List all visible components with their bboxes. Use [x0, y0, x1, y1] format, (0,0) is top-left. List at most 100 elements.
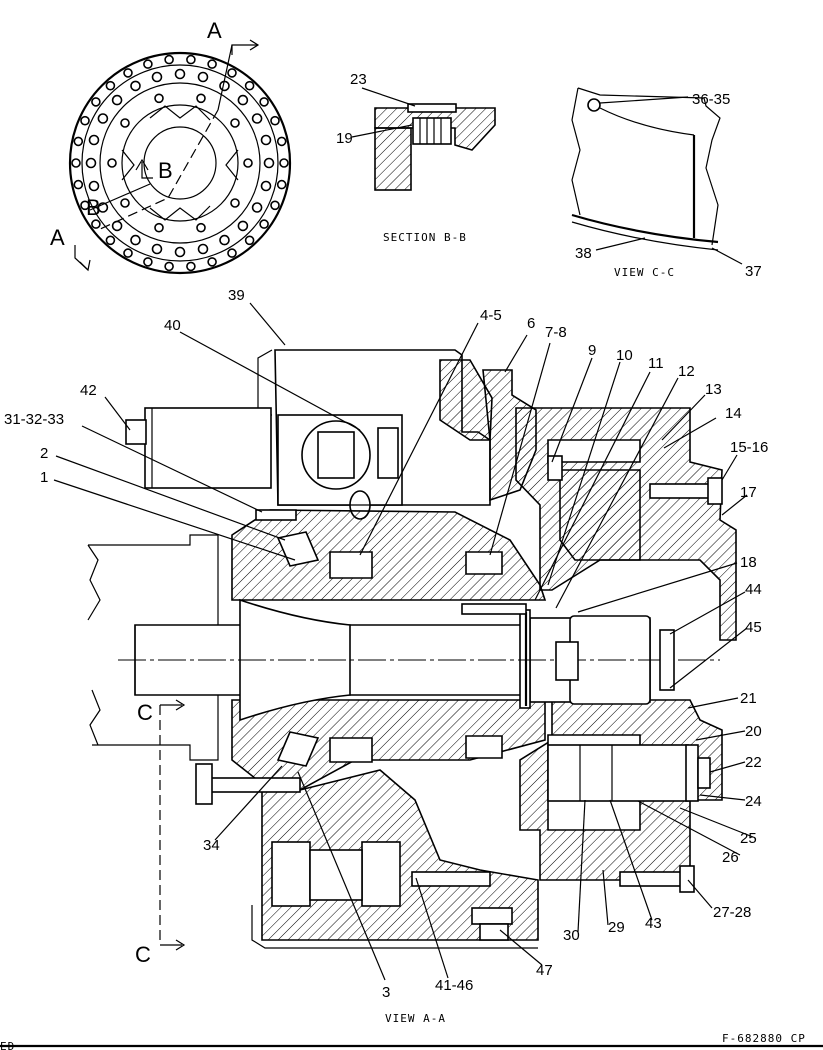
view-aa-caption: VIEW A-A [385, 1012, 446, 1025]
bolt-hole [88, 134, 100, 146]
callout-40: 40 [164, 317, 181, 334]
callout-41-46: 41-46 [435, 977, 473, 994]
bolt-hole [227, 68, 237, 78]
callout-24: 24 [745, 793, 762, 810]
corner-mark: ED [0, 1040, 15, 1050]
bolt-hole [123, 68, 133, 78]
callout-44: 44 [745, 581, 762, 598]
callout-10: 10 [616, 347, 633, 364]
callout-14: 14 [725, 405, 742, 422]
callout-34: 34 [203, 837, 220, 854]
callout-25: 25 [740, 830, 757, 847]
bolt-hole [71, 158, 81, 168]
bolt-hole [130, 80, 141, 92]
bolt-hole [207, 59, 217, 69]
callout-7-8: 7-8 [545, 324, 567, 341]
section-arrows [74, 39, 260, 272]
bolt-hole [164, 54, 174, 65]
bolt-hole [251, 202, 263, 213]
section-bb-view [351, 87, 496, 191]
bolt-hole [73, 179, 84, 190]
view-cc-caption: VIEW C-C [614, 266, 675, 279]
callout-22: 22 [745, 754, 762, 771]
bolt-hole [197, 71, 209, 83]
callout-3: 3 [382, 984, 390, 1001]
bolt-hole [260, 134, 272, 146]
bolt-hole [219, 234, 230, 246]
section-cc-markers [159, 699, 186, 951]
section-letter-b-left: B [86, 195, 101, 220]
bolt-hole [230, 198, 240, 208]
callout-1: 1 [40, 469, 48, 486]
callout-13: 13 [705, 381, 722, 398]
callout-20: 20 [745, 723, 762, 740]
drawing-number: F-682880 CP [722, 1032, 806, 1045]
callout-19: 19 [336, 130, 353, 147]
bolt-hole [196, 222, 206, 233]
section-letter-c-top: C [137, 700, 153, 725]
bolt-hole-ring [71, 54, 289, 272]
bolt-hole [85, 157, 97, 169]
bolt-hole [186, 261, 196, 272]
callout-2: 2 [40, 445, 48, 462]
bolt-hole [270, 200, 280, 211]
callout-43: 43 [645, 915, 662, 932]
bolt-hole [120, 118, 130, 128]
bolt-hole [276, 136, 287, 147]
callout-27-28: 27-28 [713, 904, 751, 921]
bolt-hole [230, 118, 240, 128]
bolt-hole [105, 80, 116, 91]
bolt-hole [196, 93, 206, 104]
callout-45: 45 [745, 619, 762, 636]
bolt-hole [207, 257, 217, 267]
leader-lines [53, 302, 754, 981]
bolt-hole [259, 219, 269, 229]
bolt-hole [259, 97, 269, 107]
bolt-hole [107, 158, 117, 168]
callout-30: 30 [563, 927, 580, 944]
bolt-hole [111, 94, 123, 106]
bolt-hole [244, 80, 255, 91]
bolt-hole [151, 71, 163, 83]
main-assembly [87, 349, 737, 949]
section-letter-a-top: A [207, 18, 222, 43]
bolt-hole [123, 248, 133, 258]
bolt-hole [243, 158, 253, 168]
callout-18: 18 [740, 554, 757, 571]
bolt-hole [227, 248, 237, 258]
callout-12: 12 [678, 363, 695, 380]
callout-23: 23 [350, 71, 367, 88]
bolt-hole [164, 261, 174, 272]
callout-6: 6 [527, 315, 535, 332]
bolt-hole [97, 113, 109, 124]
bolt-hole [237, 94, 249, 106]
bolt-hole [276, 179, 287, 190]
bolt-hole [270, 115, 280, 126]
callout-11: 11 [648, 355, 664, 372]
callout-39: 39 [228, 287, 245, 304]
section-bb-caption: SECTION B-B [383, 231, 467, 244]
callout-31-32-33: 31-32-33 [4, 411, 64, 428]
bolt-hole [244, 235, 255, 246]
bolt-hole [251, 113, 263, 124]
bolt-hole [186, 54, 196, 65]
face-view [68, 51, 292, 275]
callout-36-35: 36-35 [692, 91, 730, 108]
bolt-hole [111, 220, 123, 232]
bolt-hole [154, 93, 164, 104]
section-letter-c-bottom: C [135, 942, 151, 967]
bolt-hole [219, 80, 230, 92]
view-cc-detail [571, 87, 743, 265]
section-letter-b-center: B [158, 158, 173, 183]
bolt-hole [143, 257, 153, 267]
bolt-hole [154, 222, 164, 233]
bolt-hole [91, 219, 101, 229]
bolt-hole [88, 180, 100, 192]
callout-4-5: 4-5 [480, 307, 502, 324]
bolt-hole [80, 115, 90, 126]
callout-9: 9 [588, 342, 596, 359]
bolt-hole [91, 97, 101, 107]
callout-26: 26 [722, 849, 739, 866]
bolt-hole [73, 136, 84, 147]
